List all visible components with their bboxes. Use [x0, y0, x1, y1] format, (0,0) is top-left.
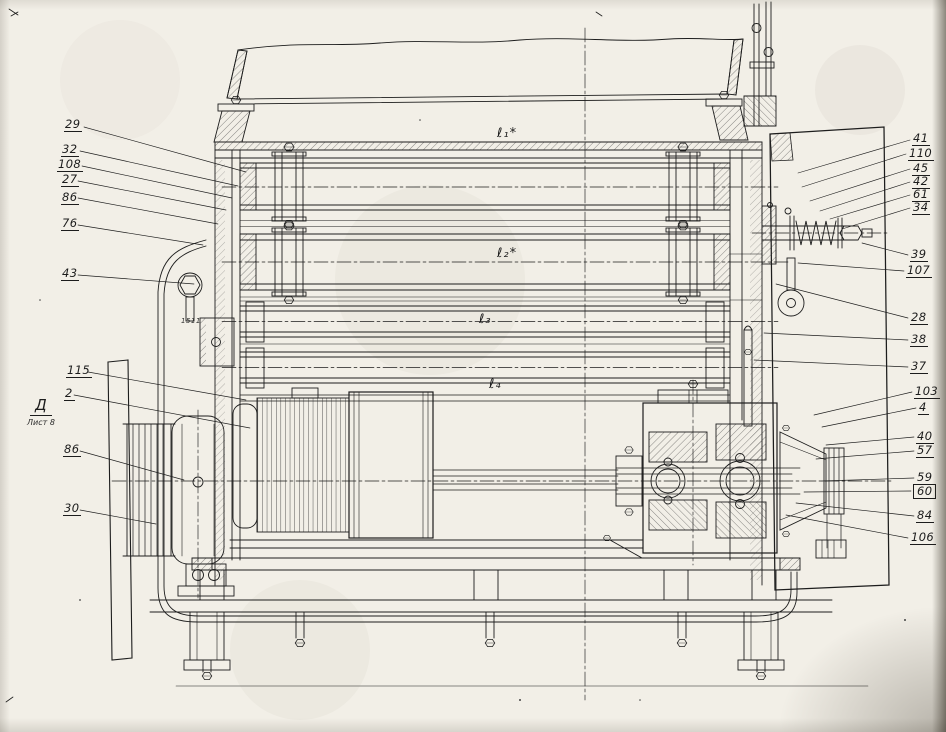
callout-label: 84 — [916, 508, 935, 524]
dimension-label-l1: ℓ₁* — [497, 126, 518, 141]
callout-label: 108 — [57, 157, 84, 173]
callout-label: 106 — [910, 530, 937, 546]
leader-lines — [73, 126, 917, 539]
callout-label: 61 — [912, 187, 931, 203]
stamp-number: 1511 — [181, 317, 201, 325]
callout-label: 115 — [66, 363, 93, 379]
section-sheet-note: Лист 8 — [27, 418, 55, 427]
callout-label: 59 — [916, 470, 935, 486]
callout-label: 86 — [61, 190, 80, 206]
callout-label: 107 — [906, 263, 933, 279]
callout-label: 4 — [918, 400, 929, 416]
dimension-label-l3: ℓ₃ — [479, 312, 492, 327]
callout-label: 41 — [912, 131, 931, 147]
dimension-label-l4: ℓ₄ — [489, 377, 502, 392]
tension-spring-assembly — [761, 202, 873, 317]
side-panel — [769, 126, 890, 591]
callout-label: 32 — [61, 142, 80, 158]
oil-pipe — [157, 239, 798, 623]
callout-label: 2 — [64, 386, 75, 402]
corner-marks — [5, 8, 603, 703]
callout-label: 103 — [914, 384, 941, 400]
callout-label: 37 — [910, 359, 929, 375]
left-guard-panel — [107, 359, 133, 661]
callout-label: 40 — [916, 429, 935, 445]
upper-link-bars — [743, 1, 777, 127]
section-mark: Д — [30, 396, 52, 416]
drive-pulley — [122, 415, 235, 597]
motor — [229, 387, 644, 549]
top-hood — [213, 37, 749, 143]
callout-label: 45 — [912, 161, 931, 177]
paper-texture — [39, 45, 906, 701]
centerlines — [111, 27, 894, 701]
dimension-label-l2: ℓ₂* — [497, 246, 518, 261]
callout-label: 43 — [61, 266, 80, 282]
callout-label-boxed: 60 — [913, 484, 937, 500]
callout-label: 76 — [61, 216, 80, 232]
callout-label: 110 — [908, 146, 935, 162]
callout-label: 42 — [912, 174, 931, 190]
callout-label: 39 — [910, 247, 929, 263]
callout-label: 57 — [916, 443, 935, 459]
callout-label: 86 — [63, 442, 82, 458]
callout-label: 27 — [61, 172, 80, 188]
callout-label: 38 — [910, 332, 929, 348]
gearbox — [603, 379, 847, 559]
callout-label: 30 — [63, 501, 82, 517]
callout-label: 29 — [64, 117, 83, 133]
callout-label: 28 — [910, 310, 929, 326]
callout-label: 34 — [912, 200, 931, 216]
